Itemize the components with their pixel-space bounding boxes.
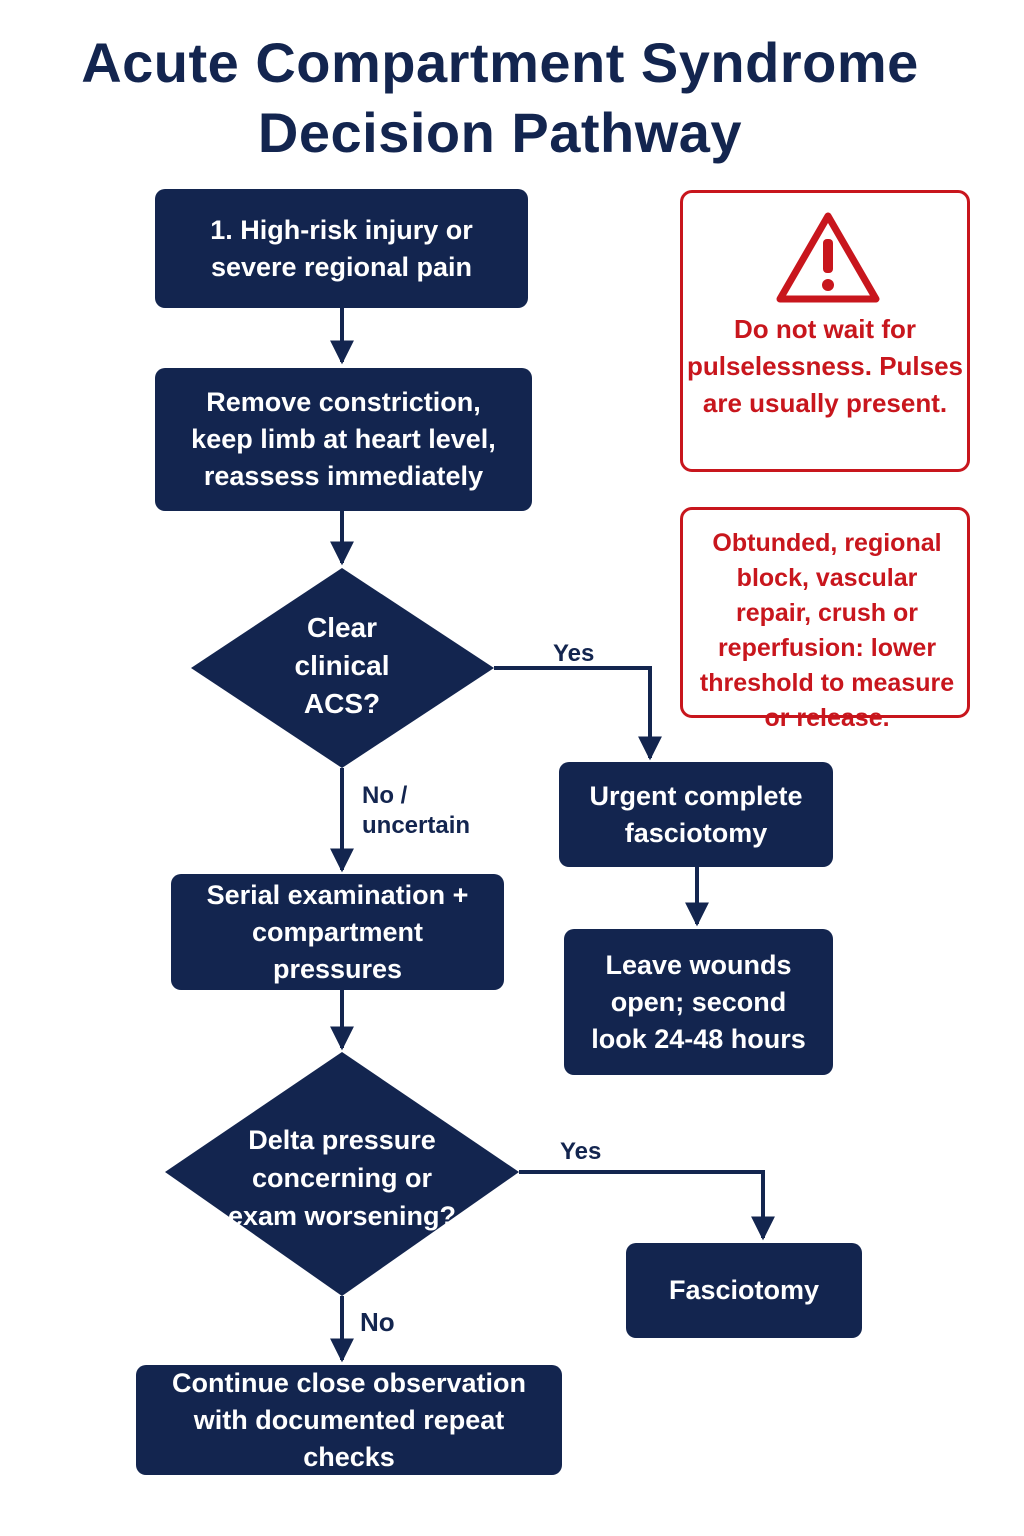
step-leave-wounds-open-label: Leave wounds open; second look 24-48 hou… (591, 949, 806, 1054)
edge-label-no-uncertain: No / uncertain (362, 782, 471, 839)
decision-clear-acs-label: Clear clinical ACS? (294, 612, 390, 719)
step-fasciotomy: Fasciotomy (626, 1243, 862, 1338)
step-fasciotomy-label: Fasciotomy (668, 1275, 820, 1305)
title-line-2: Decision Pathway (257, 101, 743, 164)
warning-threshold-text: Obtunded, regional block, vascular repai… (699, 529, 955, 732)
warning-triangle-icon (776, 212, 880, 303)
edge-label-yes-delta: Yes (560, 1138, 602, 1165)
decision-delta-pressure-label: Delta pressure concerning or exam worsen… (227, 1125, 457, 1231)
step-serial-examination: Serial examination + compartment pressur… (171, 874, 504, 990)
step-urgent-fasciotomy: Urgent complete fasciotomy (559, 762, 833, 867)
warning-callout-pulses: Do not wait for pulselessness. Pulses ar… (680, 190, 970, 472)
step-continue-observation-label: Continue close observation with document… (171, 1367, 527, 1472)
decision-diamond-delta-pressure (165, 1052, 519, 1296)
step-continue-observation: Continue close observation with document… (136, 1365, 562, 1475)
step-remove-constriction-label: Remove constriction, keep limb at heart … (191, 387, 496, 491)
step-leave-wounds-open: Leave wounds open; second look 24-48 hou… (564, 929, 833, 1075)
decision-diamond-clear-acs (191, 568, 494, 768)
title-line-1: Acute Compartment Syndrome (81, 31, 919, 94)
step-high-risk-injury-label: 1. High-risk injury or severe regional p… (210, 214, 473, 282)
page-title: Acute Compartment Syndrome Decision Path… (0, 28, 1000, 168)
step-high-risk-injury: 1. High-risk injury or severe regional p… (155, 189, 528, 308)
warning-pulses-text: Do not wait for pulselessness. Pulses ar… (686, 314, 964, 418)
step-remove-constriction: Remove constriction, keep limb at heart … (155, 368, 532, 511)
arrow-clear-yes-to-urgent (494, 666, 662, 761)
warning-callout-threshold: Obtunded, regional block, vascular repai… (680, 507, 970, 732)
arrow-delta-yes-to-fasciotomy (519, 1170, 775, 1241)
edge-label-yes-clear: Yes (553, 640, 595, 667)
step-urgent-fasciotomy-label: Urgent complete fasciotomy (589, 780, 803, 848)
step-serial-examination-label: Serial examination + compartment pressur… (206, 879, 469, 984)
edge-label-no-delta: No (360, 1307, 395, 1337)
